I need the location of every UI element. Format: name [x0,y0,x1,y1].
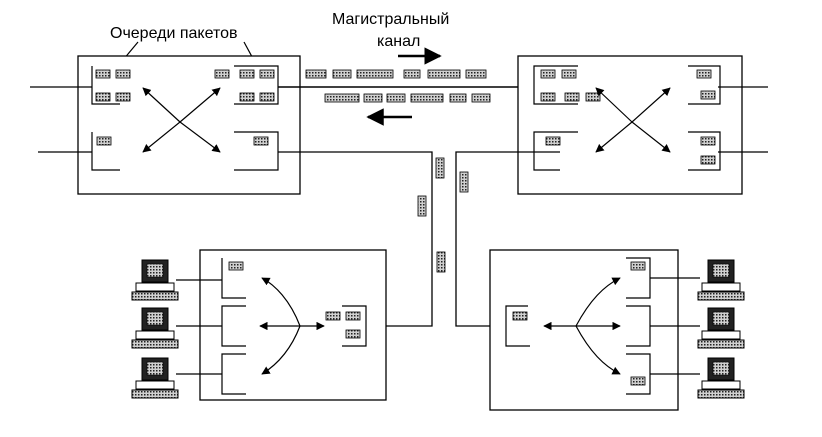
packet-icon [332,69,352,79]
packet-icon [403,69,421,79]
packet-icon [449,93,467,103]
packet-icon [95,92,111,102]
packet-icon [700,90,716,100]
arrow-icon [631,87,671,123]
packet-icon [512,311,528,321]
workstation-left-3 [131,357,179,399]
packet-icon [95,69,111,79]
switch-top-left [30,55,301,195]
trunk-label-line2: канал [377,33,420,50]
packet-icon [564,92,580,102]
packet-icon [545,136,561,146]
switch-bottom-right [489,249,700,411]
workstation-right-1 [697,259,745,301]
packet-icon [465,69,487,79]
packet-icon [259,69,275,79]
packet-icon [228,261,244,271]
packet-icon [410,93,444,103]
arrow-icon [179,121,221,153]
packet-icon [386,93,406,103]
packet-icon [700,136,716,146]
arrow-icon [261,325,301,375]
packet-icon [115,92,131,102]
packet-icon [630,376,646,386]
arrow-icon [142,87,181,123]
packet-icon [345,329,361,339]
packet-icon [239,92,255,102]
trunk-label-line1: Магистральный [332,11,449,28]
queues-label: Очереди пакетов [110,25,238,42]
packet-icon [345,311,361,321]
arrow-icon [575,325,621,375]
arrow-icon [595,121,633,153]
switch-top-right [517,55,768,195]
packet-icon [253,136,269,146]
packet-icon [540,69,556,79]
arrow-icon [595,87,633,123]
arrow-icon [142,121,181,153]
workstation-left-1 [131,259,179,301]
switch-bottom-left [176,249,387,401]
packet-icon [471,93,491,103]
packet-icon [436,251,446,273]
packet-icon [696,69,712,79]
packet-icon [324,93,360,103]
packet-icon [239,69,255,79]
packet-icon [459,171,469,193]
packet-icon [356,69,394,79]
packet-icon [417,195,427,217]
packet-icon [435,157,445,179]
workstation-right-3 [697,357,745,399]
packet-icon [427,69,461,79]
workstation-right-2 [697,307,745,349]
packet-icon [363,93,383,103]
packet-icon [325,311,341,321]
packet-icon [540,92,556,102]
packet-icon [115,69,131,79]
packet-icon [305,69,327,79]
arrow-icon [575,277,621,327]
arrow-icon [631,121,671,153]
workstation-left-2 [131,307,179,349]
packet-icon [630,261,646,271]
packet-icon [259,92,275,102]
packet-icon [700,155,716,165]
packet-icon [96,136,112,146]
packet-icon [214,69,230,79]
packet-icon [585,92,601,102]
arrow-icon [261,277,301,327]
trunk-link [278,69,544,103]
packet-icon [561,69,577,79]
arrow-icon [179,87,221,123]
